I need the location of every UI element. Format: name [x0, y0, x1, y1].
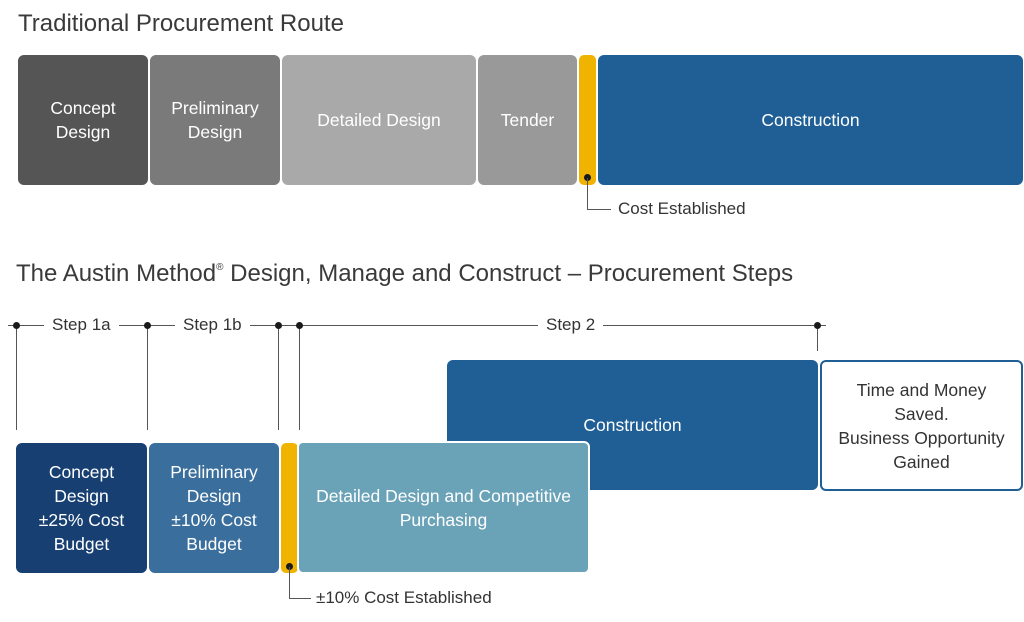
trad-concept-design-block: Concept Design — [18, 55, 148, 185]
registered-mark: ® — [216, 262, 224, 273]
austin-milestone-leader-vertical — [289, 567, 290, 599]
austin-cost-milestone-marker — [281, 443, 298, 573]
traditional-title: Traditional Procurement Route — [18, 10, 344, 37]
austin-milestone-leader-horizontal — [289, 598, 311, 599]
trad-detailed-design-block: Detailed Design — [282, 55, 476, 185]
step-divider-2-end — [817, 325, 818, 351]
trad-milestone-dot — [584, 174, 591, 181]
austin-milestone-dot — [286, 563, 293, 570]
detailed-design-purchasing-block: Detailed Design and Competitive Purchasi… — [297, 441, 590, 574]
step-2-label: Step 2 — [538, 315, 604, 335]
austin-title-rest: Design, Manage and Construct – Procureme… — [223, 260, 794, 287]
timeline-dot-2-end — [814, 322, 821, 329]
trad-cost-milestone-marker — [579, 55, 596, 185]
step-1a-label: Step 1a — [44, 315, 119, 335]
trad-construction-block: Construction — [598, 55, 1023, 185]
trad-tender-block: Tender — [478, 55, 577, 185]
austin-title: The Austin Method® Design, Manage and Co… — [16, 260, 793, 288]
step-divider-1a-1b — [147, 325, 148, 430]
step-timeline-line — [8, 325, 826, 326]
timeline-dot-1a-1b — [144, 322, 151, 329]
time-money-saved-block: Time and Money Saved. Business Opportuni… — [820, 360, 1023, 491]
trad-milestone-leader-horizontal — [587, 209, 611, 210]
austin-preliminary-design-block: Preliminary Design ±10% Cost Budget — [149, 443, 279, 573]
timeline-dot-start — [13, 322, 20, 329]
austin-cost-established-label: ±10% Cost Established — [316, 588, 492, 607]
austin-concept-design-block: Concept Design ±25% Cost Budget — [16, 443, 147, 573]
trad-preliminary-design-block: Preliminary Design — [150, 55, 280, 185]
timeline-dot-2-start — [296, 322, 303, 329]
timeline-dot-1b-end — [275, 322, 282, 329]
austin-title-main: The Austin Method — [16, 260, 217, 287]
trad-milestone-leader-vertical — [587, 178, 588, 210]
trad-cost-established-label: Cost Established — [618, 199, 746, 218]
austin-construction-block: Construction — [447, 360, 818, 490]
step-1b-label: Step 1b — [175, 315, 250, 335]
step-divider-start — [16, 325, 17, 430]
step-divider-1b-end — [278, 325, 279, 430]
step-divider-2-start — [299, 325, 300, 430]
